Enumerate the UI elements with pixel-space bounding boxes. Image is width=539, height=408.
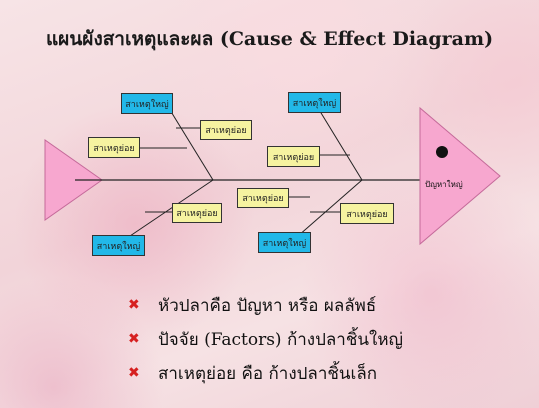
minor-cause-box: สาเหตุย่อย [237,188,289,208]
problem-label: ปัญหาใหญ่ [425,180,463,189]
minor-cause-box: สาเหตุย่อย [267,146,320,167]
bullet-list: ✖ หัวปลาคือ ปัญหา หรือ ผลลัพธ์ ✖ ปัจจัย … [128,288,403,390]
bullet-item: ✖ ปัจจัย (Factors) ก้างปลาชิ้นใหญ่ [128,322,403,356]
minor-cause-box: สาเหตุย่อย [172,203,222,223]
fish-head [419,106,501,246]
red-x-bullet-icon: ✖ [128,331,140,347]
bullet-text: สาเหตุย่อย คือ ก้างปลาชิ้นเล็ก [158,363,378,384]
major-cause-box: สาเหตุใหญ่ [258,232,311,253]
minor-cause-box: สาเหตุย่อย [88,137,140,158]
bullet-item: ✖ หัวปลาคือ ปัญหา หรือ ผลลัพธ์ [128,288,403,322]
minor-cause-box: สาเหตุย่อย [340,203,394,224]
major-cause-box: สาเหตุใหญ่ [92,235,145,256]
bone-upper-left [169,109,214,181]
major-cause-box: สาเหตุใหญ่ [121,93,173,114]
bullet-item: ✖ สาเหตุย่อย คือ ก้างปลาชิ้นเล็ก [128,356,403,390]
red-x-bullet-icon: ✖ [128,365,140,381]
bone-lower-right [297,179,363,237]
fish-tail [44,139,103,221]
bone-lower-left [129,179,214,237]
slide-title: แผนผังสาเหตุและผล (Cause & Effect Diagra… [45,28,494,50]
bullet-text: หัวปลาคือ ปัญหา หรือ ผลลัพธ์ [158,295,377,316]
minor-cause-box: สาเหตุย่อย [200,120,252,140]
bone-upper-right [317,107,363,181]
fish-eye [436,146,448,158]
bullet-text: ปัจจัย (Factors) ก้างปลาชิ้นใหญ่ [158,329,404,350]
major-cause-box: สาเหตุใหญ่ [288,92,341,113]
red-x-bullet-icon: ✖ [128,297,140,313]
